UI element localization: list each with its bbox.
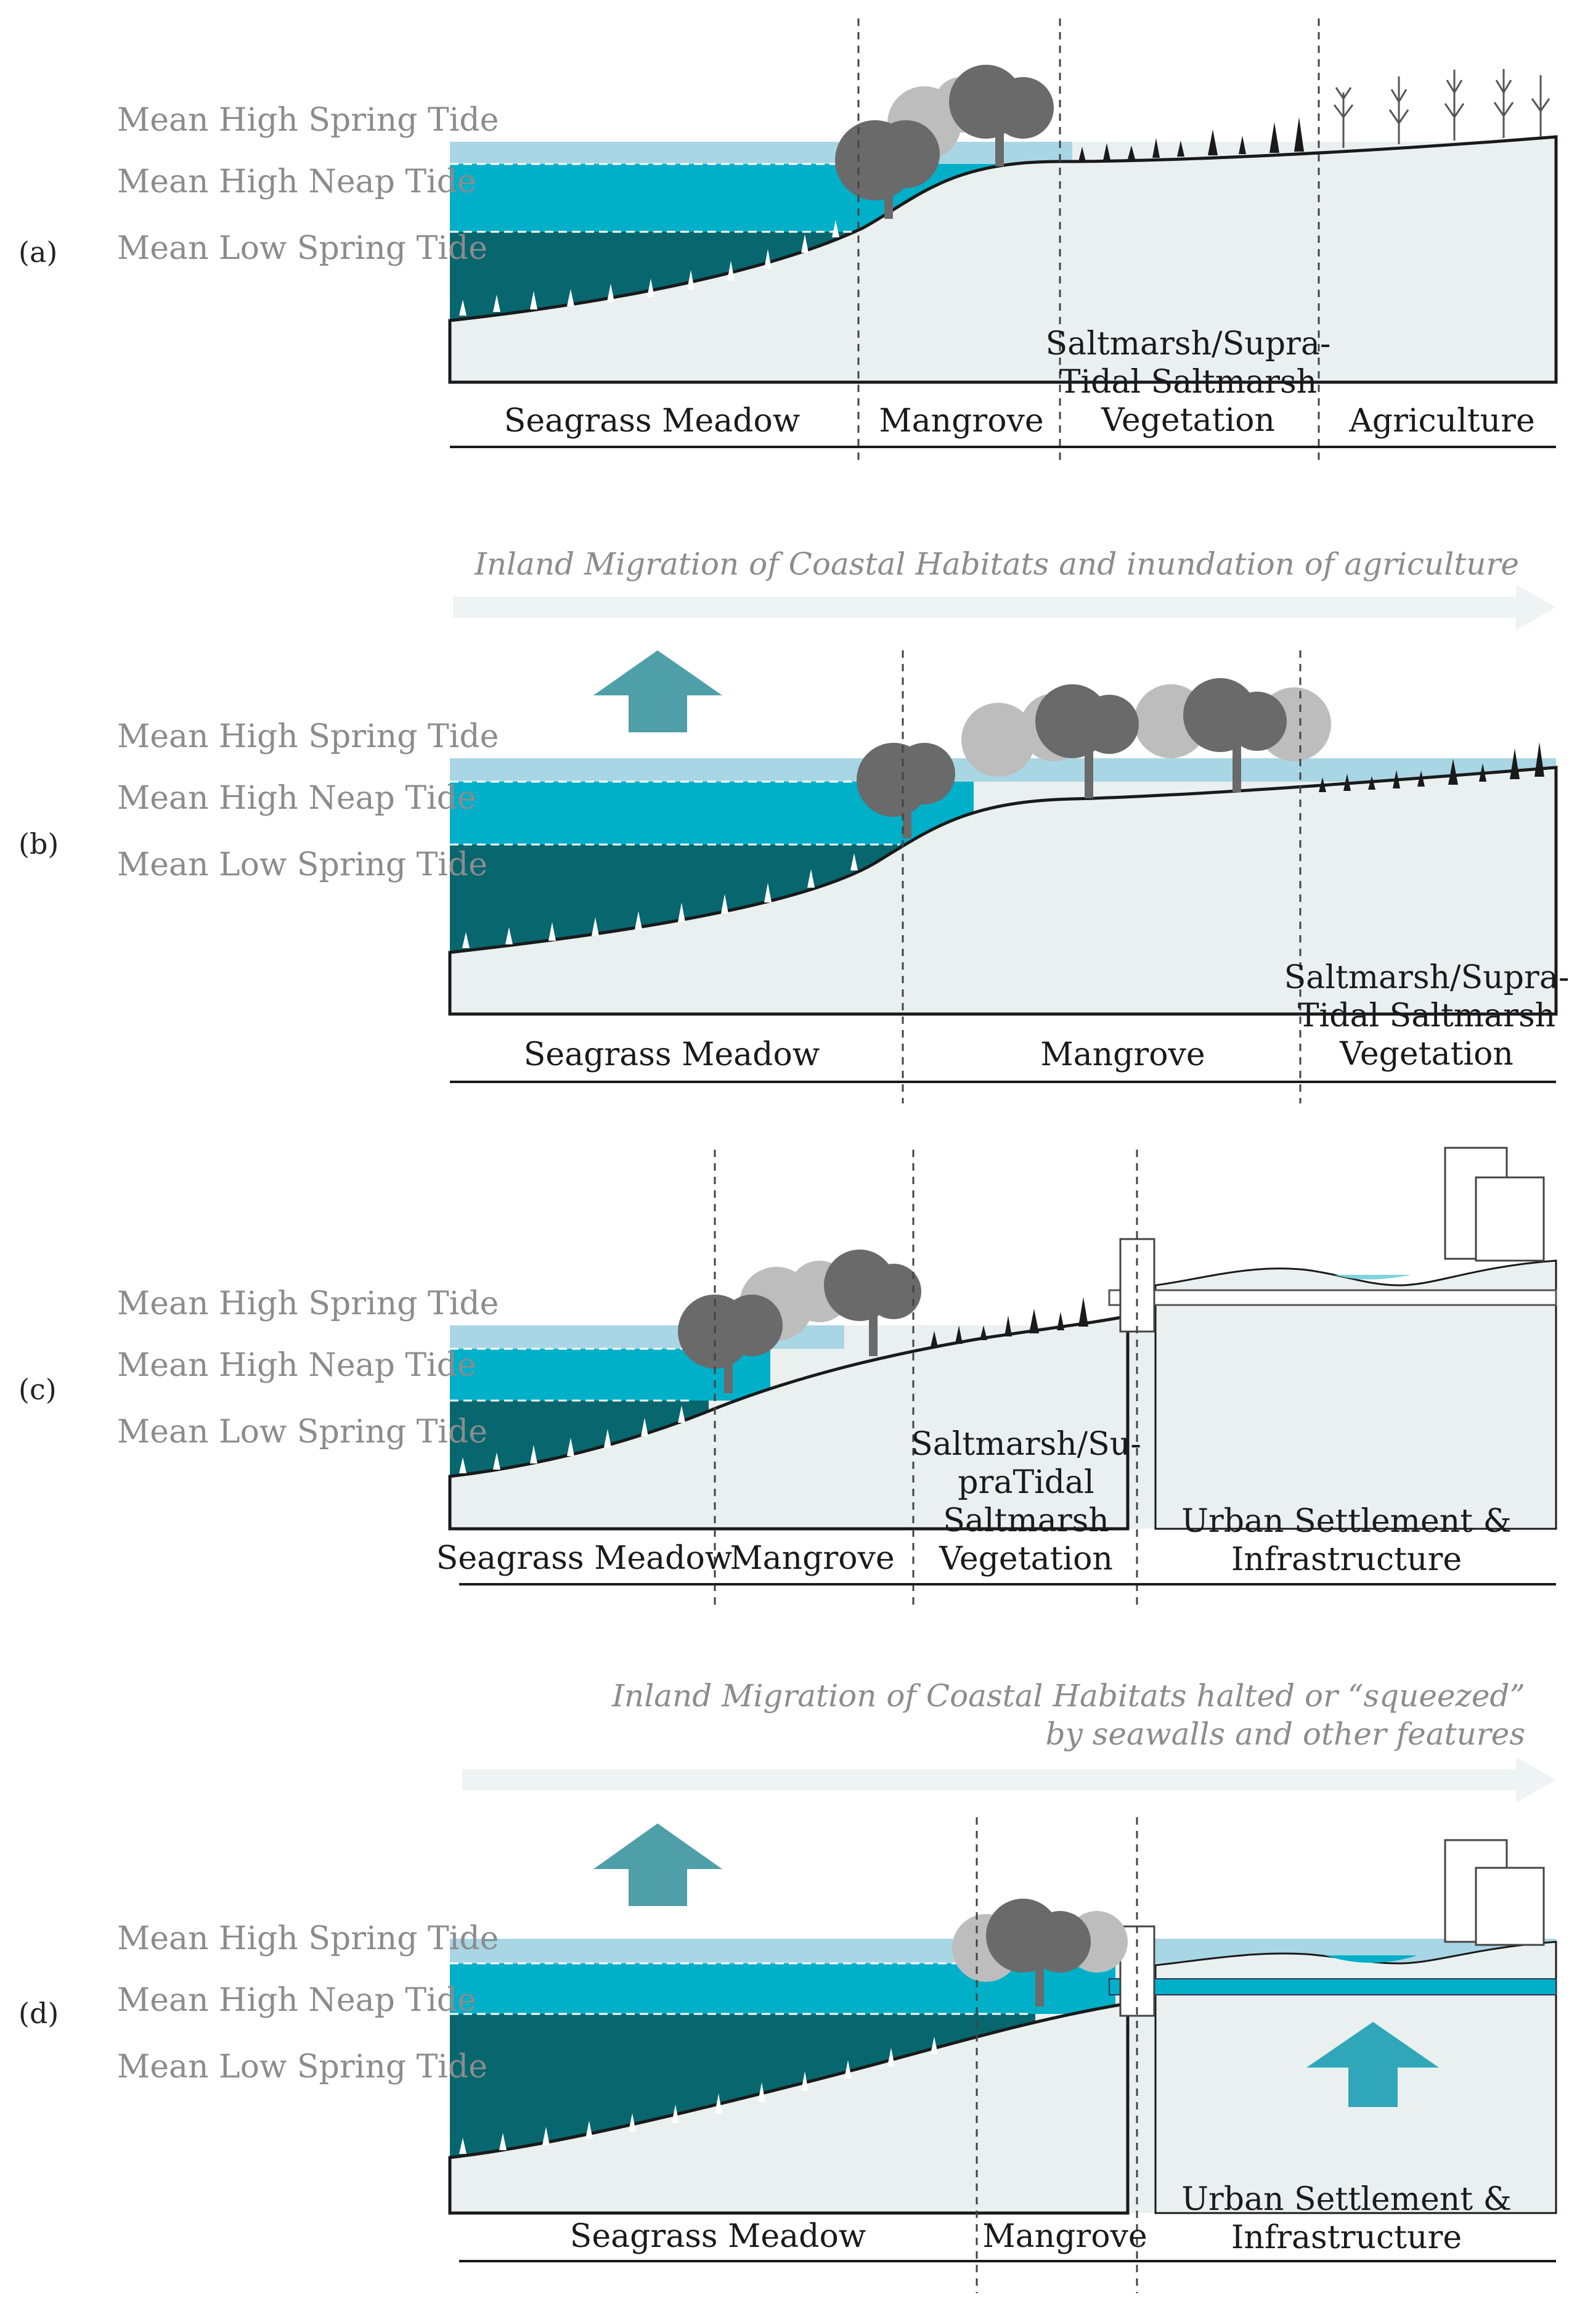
tide-label-high-neap: Mean High Neap Tide bbox=[117, 780, 476, 817]
land-profile bbox=[448, 1314, 1130, 1531]
urban-land bbox=[1154, 1259, 1557, 1530]
land-profile bbox=[448, 766, 1558, 1016]
flooded-drainage-pipe bbox=[1109, 1978, 1557, 1995]
zone-dividers bbox=[714, 1150, 1138, 1609]
tide-label-high-spring: Mean High Spring Tide bbox=[117, 1920, 499, 1957]
agriculture-crops bbox=[1333, 69, 1550, 148]
sea-level-rise-arrow bbox=[593, 650, 722, 732]
panel-letter: (d) bbox=[18, 1997, 59, 2030]
zone-dividers bbox=[976, 1817, 1138, 2293]
high-spring-water bbox=[450, 142, 1072, 164]
buildings bbox=[1444, 1147, 1545, 1262]
panel-letter: (b) bbox=[18, 827, 59, 861]
tide-label-high-neap: Mean High Neap Tide bbox=[117, 1347, 476, 1384]
zone-label-saltmarsh-1: Saltmarsh/Supra- bbox=[1284, 959, 1570, 996]
sea-level-rise-arrow bbox=[593, 1823, 722, 1906]
zone-label-mangrove: Mangrove bbox=[982, 2218, 1147, 2255]
panel-letter: (c) bbox=[18, 1373, 57, 1406]
zone-dividers bbox=[857, 18, 1320, 465]
zone-label-saltmarsh-2: Tidal Saltmarsh bbox=[1059, 364, 1317, 401]
zone-label-urban-2: Infrastructure bbox=[1231, 2219, 1462, 2256]
tide-label-low-spring: Mean Low Spring Tide bbox=[117, 846, 487, 883]
tide-label-high-spring: Mean High Spring Tide bbox=[117, 102, 499, 139]
zone-label-urban-1: Urban Settlement & bbox=[1181, 1503, 1512, 1540]
migration-text-2: by seawalls and other features bbox=[1046, 1716, 1525, 1752]
zone-label-seagrass: Seagrass Meadow bbox=[570, 2218, 866, 2255]
mangrove-trees bbox=[678, 1250, 921, 1393]
tide-label-low-spring: Mean Low Spring Tide bbox=[117, 1414, 487, 1450]
urban-pond bbox=[1334, 1275, 1411, 1280]
tide-label-high-neap: Mean High Neap Tide bbox=[117, 1982, 476, 2019]
zone-label-urban-2: Infrastructure bbox=[1231, 1541, 1462, 1578]
tide-label-low-spring: Mean Low Spring Tide bbox=[117, 2048, 487, 2085]
zone-label-urban-1: Urban Settlement & bbox=[1181, 2181, 1512, 2218]
panel-letter: (a) bbox=[18, 235, 57, 269]
migration-text-1: Inland Migration of Coastal Habitats hal… bbox=[611, 1678, 1525, 1714]
zone-label-mangrove: Mangrove bbox=[730, 1540, 894, 1577]
land-profile bbox=[448, 2002, 1130, 2215]
mangrove-trees bbox=[857, 678, 1331, 838]
zone-label-saltmarsh-2: praTidal bbox=[958, 1464, 1094, 1501]
zone-label-saltmarsh-1: Saltmarsh/Supra- bbox=[1046, 325, 1331, 362]
zone-label-saltmarsh-4: Vegetation bbox=[939, 1540, 1113, 1577]
zone-label-agriculture: Agriculture bbox=[1348, 403, 1535, 440]
zone-label-saltmarsh-3: Vegetation bbox=[1339, 1036, 1514, 1073]
urban-flooded-pond bbox=[1325, 1955, 1417, 1963]
zone-label-seagrass: Seagrass Meadow bbox=[436, 1540, 733, 1577]
mangrove-trees bbox=[835, 65, 1054, 219]
zone-label-seagrass: Seagrass Meadow bbox=[504, 403, 801, 440]
groundwater-rise-arrow bbox=[1306, 2022, 1439, 2107]
tide-label-low-spring: Mean Low Spring Tide bbox=[117, 230, 487, 267]
zone-label-saltmarsh-3: Vegetation bbox=[1101, 402, 1275, 439]
migration-band-arrow bbox=[462, 1757, 1556, 1802]
zone-label-mangrove: Mangrove bbox=[1040, 1036, 1205, 1073]
migration-band-arrow bbox=[453, 584, 1556, 630]
zone-label-mangrove: Mangrove bbox=[879, 403, 1043, 440]
tide-label-high-spring: Mean High Spring Tide bbox=[117, 718, 499, 755]
panel-c: (c) Mean High Spring Tide Mean High Neap… bbox=[18, 1147, 1557, 1609]
panel-d: Inland Migration of Coastal Habitats hal… bbox=[18, 1678, 1557, 2293]
panel-a: (a) Mean High Spring Tide Mean High Neap… bbox=[18, 18, 1558, 465]
panel-b: Inland Migration of Coastal Habitats and… bbox=[18, 546, 1569, 1103]
tide-label-high-spring: Mean High Spring Tide bbox=[117, 1285, 499, 1322]
drainage-pipe bbox=[1108, 1289, 1557, 1306]
mangrove-trees bbox=[952, 1899, 1128, 2007]
buildings bbox=[1444, 1839, 1545, 1946]
migration-text: Inland Migration of Coastal Habitats and… bbox=[474, 546, 1519, 582]
zone-label-seagrass: Seagrass Meadow bbox=[524, 1036, 820, 1073]
zone-label-saltmarsh-3: Saltmarsh bbox=[943, 1502, 1109, 1539]
land-profile bbox=[448, 135, 1558, 384]
tide-label-high-neap: Mean High Neap Tide bbox=[117, 163, 476, 200]
zone-label-saltmarsh-2: Tidal Saltmarsh bbox=[1298, 997, 1555, 1034]
seagrass-blades bbox=[459, 220, 839, 316]
zone-label-saltmarsh-1: Saltmarsh/Su- bbox=[911, 1426, 1141, 1463]
